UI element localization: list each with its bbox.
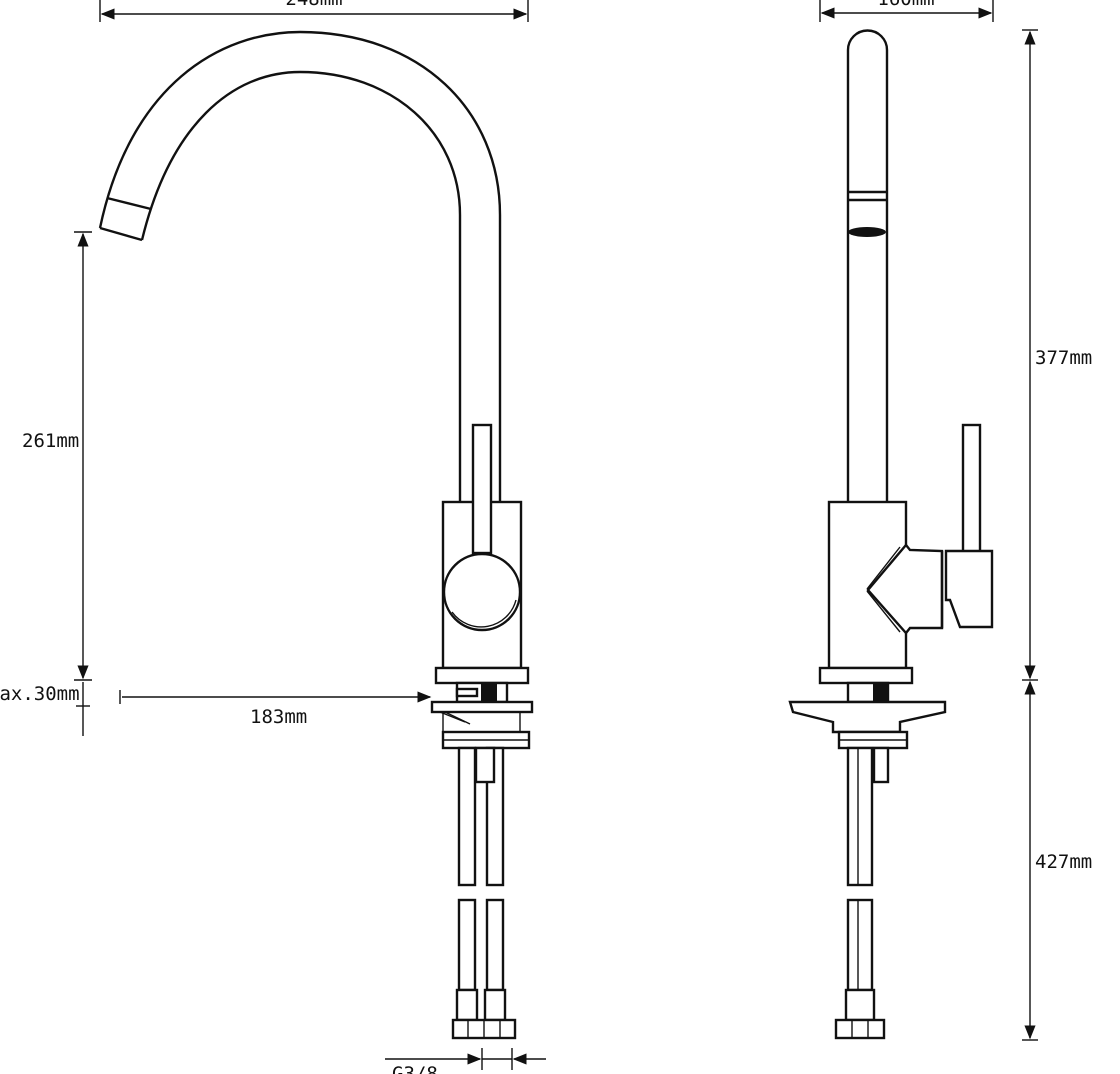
handle-cartridge [866,543,944,635]
reach-label: 183mm [250,706,307,728]
spout-height-label: 261mm [22,430,79,452]
handle-knob [442,552,522,632]
reach-dimension: 183mm [119,690,432,728]
thread-label: G3/8 [392,1063,438,1074]
spout-height-dimension: 261mm Max.30mm [0,231,92,736]
spout [98,30,502,502]
handle-lever [471,423,493,555]
handle-lever-side [961,423,982,555]
supply-hoses [451,746,517,1040]
spout-side [846,29,889,502]
mounting-plate [430,700,534,714]
supply-hoses-side [834,746,890,1040]
front-view: 248mm [0,0,546,1074]
side-width-dimension: 160mm [819,0,994,22]
side-view: 160mm [788,0,1092,1041]
base-flange [434,666,530,685]
hose-length-label: 427mm [1035,851,1092,873]
side-height-dimension: 377mm 427mm [1022,29,1092,1041]
handle-side [944,549,994,629]
max-deck-label: Max.30mm [0,683,80,705]
thread-dimension: G3/8 [385,1048,546,1074]
mounting-plate-side [788,700,947,734]
tap-height-label: 377mm [1035,347,1092,369]
width-label: 248mm [285,0,342,10]
width-dimension: 248mm [99,0,529,22]
side-width-label: 160mm [877,0,934,10]
